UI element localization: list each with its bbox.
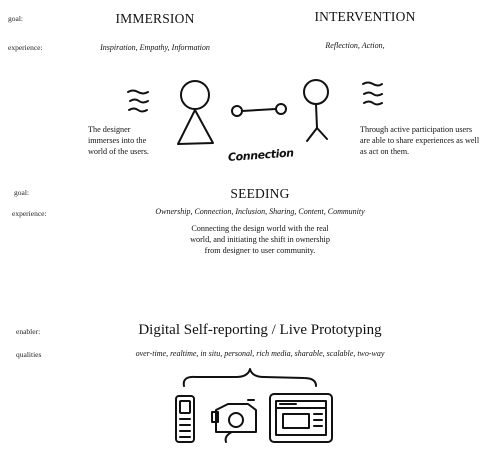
experience-label-top: experience:	[8, 43, 43, 52]
waves-icon	[127, 89, 149, 113]
camera-icon	[211, 399, 257, 443]
brace-icon	[182, 368, 317, 387]
goal-label-seeding: goal:	[14, 188, 29, 197]
waves-icon	[362, 81, 383, 106]
phone-icon	[175, 395, 195, 443]
immersion-title: IMMERSION	[115, 11, 195, 26]
intervention-title: INTERVENTION	[314, 9, 416, 24]
connection-link-icon	[231, 103, 287, 117]
seeding-title: SEEDING	[230, 186, 290, 201]
person-triangle-icon	[177, 80, 214, 145]
immersion-experience: Inspiration, Empathy, Information	[100, 43, 210, 52]
goal-label-top: goal:	[8, 14, 23, 23]
enabler-label: enabler:	[16, 327, 41, 336]
enabler-title: Digital Self-reporting / Live Prototypin…	[138, 322, 382, 338]
qualities-label: qualities	[16, 350, 42, 359]
intervention-description: Through active participation users are a…	[360, 125, 480, 156]
intervention-experience: Reflection, Action,	[325, 41, 385, 50]
experience-label-seeding: experience:	[12, 209, 47, 218]
person-stick-icon	[303, 79, 329, 142]
computer-screen-icon	[269, 393, 333, 443]
seeding-experience: Ownership, Connection, Inclusion, Sharin…	[155, 207, 365, 216]
enabler-qualities: over-time, realtime, in situ, personal, …	[135, 349, 385, 358]
immersion-description: The designer immerses into the world of …	[88, 125, 149, 156]
seeding-description: Connecting the design world with the rea…	[190, 224, 330, 255]
